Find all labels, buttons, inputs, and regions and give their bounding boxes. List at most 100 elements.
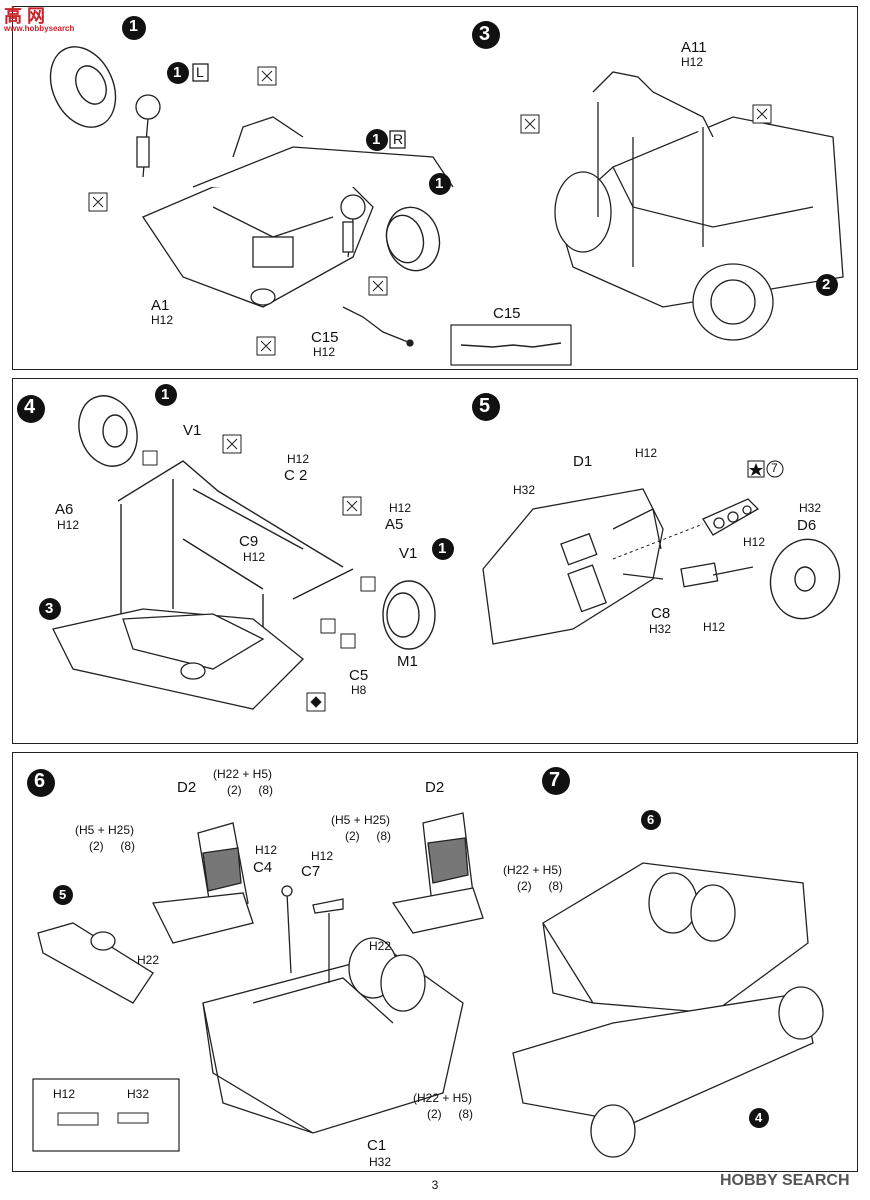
- c15-inset-part: [460, 342, 562, 348]
- d2-right-label: D2: [425, 779, 445, 796]
- part-c15-label: C15: [311, 329, 339, 346]
- mix-bottom-ratio: (2) (8): [427, 1107, 474, 1121]
- marker-circle-1-left: [167, 62, 209, 84]
- mix-mid: (H5 + H25): [331, 813, 391, 827]
- marker-1-left-suffix: L: [196, 64, 204, 80]
- a6-runner: H12: [57, 518, 80, 532]
- front-wheel-top-left: [49, 46, 117, 128]
- star-icon: [749, 463, 763, 476]
- v1-right-label: V1: [399, 545, 418, 562]
- h22-right-label: H22: [369, 939, 392, 953]
- c9-runner: H12: [243, 550, 266, 564]
- mix-right: (H22 + H5): [503, 863, 563, 877]
- brake-lever-c7: [312, 898, 344, 983]
- panel-step-2-3: 1 1 L 1 R 1 A1 H12 C15 H12 C15 3 A11 H12…: [12, 6, 858, 370]
- step-7-number: 7: [549, 769, 561, 791]
- inset-part-right: [117, 1112, 149, 1124]
- c2-runner: H12: [287, 452, 310, 466]
- v1-right-part: [360, 576, 376, 592]
- c2-label: C 2: [284, 467, 308, 484]
- step-6-7-illustration: [27, 767, 824, 1158]
- c5-label: C5: [349, 667, 369, 684]
- marker-1-right-text: 1: [372, 131, 381, 148]
- step-5-number: 5: [479, 395, 491, 417]
- h12-small-label: H12: [743, 535, 766, 549]
- step-4-wheel-right-text: 1: [438, 540, 447, 557]
- mix-bottom: (H22 + H5): [413, 1091, 473, 1105]
- inset-h12-label: H12: [53, 1087, 76, 1101]
- panel-step-4-5: 4 1 1 3 V1 A6 H12 H12 C 2 H12 A5 C9 H12 …: [12, 378, 858, 744]
- step-4-5-illustration: [17, 384, 841, 712]
- front-chassis-drawing: [142, 116, 454, 308]
- c5-part: [340, 633, 356, 649]
- cement-icon-1: [257, 66, 277, 86]
- cement-icon-4: [256, 336, 276, 356]
- c1-runner: H32: [369, 1155, 392, 1169]
- d1-runner: H32: [513, 483, 536, 497]
- h12-top-label: H12: [635, 446, 658, 460]
- step-6-circle: [27, 769, 55, 797]
- m1-label: M1: [397, 653, 418, 670]
- gauge-guide-line: [612, 523, 704, 560]
- seat-right-d2: [391, 812, 484, 934]
- paint-icon: [306, 692, 326, 712]
- axle-assembly: [117, 460, 354, 644]
- c5-runner: H8: [351, 683, 367, 697]
- watermark-site-top-left: www.hobbysearch: [4, 24, 74, 33]
- a5-runner: H12: [389, 501, 412, 515]
- part-a1-label: A1: [151, 297, 170, 314]
- ref-4-text: 4: [755, 1110, 763, 1125]
- v1-left-label: V1: [183, 422, 202, 439]
- ref-6-text: 6: [647, 812, 655, 827]
- c9-label: C9: [239, 533, 259, 550]
- mix-right-ratio: (2) (8): [517, 879, 564, 893]
- mix-left: (H5 + H25): [75, 823, 135, 837]
- ref-5-circle: [53, 885, 73, 905]
- c7-label: C7: [301, 863, 321, 880]
- step-3-number: 3: [479, 23, 491, 45]
- assembled-chassis: [512, 986, 824, 1158]
- c4-label: C4: [253, 859, 273, 876]
- strut-left: [135, 94, 161, 178]
- step-4-wheel-marker-left: [155, 384, 177, 406]
- strut-right: [340, 194, 366, 258]
- h22-left-label: H22: [137, 953, 160, 967]
- marker-1-wheel-text: 1: [435, 175, 444, 192]
- marker-circle-1-right: [366, 129, 406, 151]
- assembled-body: [542, 862, 809, 1014]
- cement-icon-3: [368, 276, 388, 296]
- a5-label: A5: [385, 516, 404, 533]
- dashboard-d1: [482, 488, 664, 645]
- star-number-circle: [766, 460, 784, 478]
- rear-wheel-left: [78, 395, 138, 467]
- step-4-number: 4: [24, 396, 36, 418]
- mix-left-ratio: (2) (8): [89, 839, 136, 853]
- dashboard-ref-5: [37, 922, 154, 1004]
- star-number-text: 7: [771, 461, 778, 475]
- interior-tub-c1: [202, 937, 464, 1134]
- d6-label: D6: [797, 517, 817, 534]
- marker-circle-2-ref: [816, 274, 838, 296]
- seat-left-d2: [152, 822, 254, 944]
- gear-lever-c4: [281, 885, 293, 974]
- cement-icon-6: [752, 104, 772, 124]
- marker-circle-3: [472, 21, 500, 49]
- marker-circle-1-wheel: [429, 173, 451, 195]
- ref-6-circle: [641, 810, 661, 830]
- marker-circle-1-top: [122, 16, 146, 40]
- inset-box: [32, 1078, 180, 1152]
- c8-label: C8: [651, 605, 671, 622]
- mix-top-left-ratio: (2) (8): [227, 783, 274, 797]
- m1-part: [320, 618, 336, 634]
- inset-c15-label: C15: [493, 305, 521, 322]
- marker-1-right-suffix: R: [393, 131, 404, 147]
- inset-h32-label: H32: [127, 1087, 150, 1101]
- steering-column-c8: [622, 562, 754, 588]
- cement-icon-7: [222, 434, 242, 454]
- part-a1-runner: H12: [151, 313, 174, 327]
- watermark-bottom-text: HOBBY SEARCH: [720, 1172, 850, 1189]
- rear-chassis-step4: [52, 608, 304, 710]
- ref-5-text: 5: [59, 887, 67, 902]
- watermark-bottom-right: HOBBY SEARCH: [720, 1172, 850, 1190]
- c8-runner: H32: [649, 622, 672, 636]
